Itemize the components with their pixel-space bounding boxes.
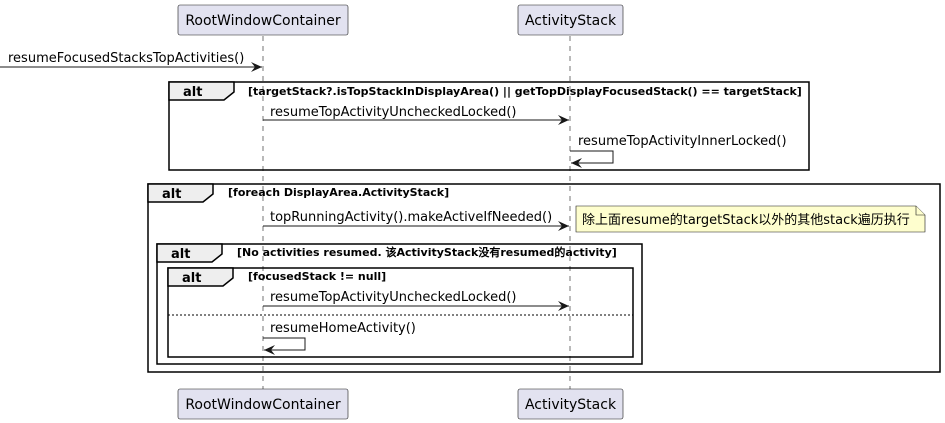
frame-kind: alt xyxy=(183,85,202,100)
message-resume-top-unchecked-2: resumeTopActivityUncheckedLocked() xyxy=(263,290,569,311)
participant-root-window-container-top: RootWindowContainer xyxy=(177,4,349,36)
message-resume-top-inner: resumeTopActivityInnerLocked() xyxy=(570,134,787,168)
message-label: resumeFocusedStacksTopActivities() xyxy=(8,51,244,66)
message-resume-home-activity: resumeHomeActivity() xyxy=(263,321,416,355)
message-top-running-activity: topRunningActivity().makeActiveIfNeeded(… xyxy=(263,210,569,231)
participant-label: RootWindowContainer xyxy=(185,397,341,413)
participant-activity-stack-bottom: ActivityStack xyxy=(517,388,624,420)
frame-guard: [targetStack?.isTopStackInDisplayArea() … xyxy=(248,85,802,98)
participant-root-window-container-bottom: RootWindowContainer xyxy=(177,388,349,420)
message-resume-top-unchecked-1: resumeTopActivityUncheckedLocked() xyxy=(263,105,569,125)
frame-kind: alt xyxy=(182,271,201,286)
participant-label: ActivityStack xyxy=(525,13,617,29)
frame-kind: alt xyxy=(171,247,190,262)
frame-guard: [foreach DisplayArea.ActivityStack] xyxy=(228,186,449,199)
participant-label: RootWindowContainer xyxy=(185,13,341,29)
message-label: resumeTopActivityInnerLocked() xyxy=(578,134,787,149)
participant-activity-stack-top: ActivityStack xyxy=(517,4,624,36)
message-label: topRunningActivity().makeActiveIfNeeded(… xyxy=(270,210,552,225)
alt-frame-focused-stack: alt [focusedStack != null] xyxy=(167,267,634,358)
message-label: resumeTopActivityUncheckedLocked() xyxy=(270,290,516,305)
alt-frame-no-activities-resumed: alt [No activities resumed. 该ActivitySta… xyxy=(156,243,643,365)
message-label: resumeTopActivityUncheckedLocked() xyxy=(270,105,516,120)
participant-label: ActivityStack xyxy=(525,397,617,413)
message-resume-focused-stacks: resumeFocusedStacksTopActivities() xyxy=(0,51,262,72)
note-text: 除上面resume的targetStack以外的其他stack遍历执行 xyxy=(582,212,910,228)
frame-guard: [No activities resumed. 该ActivityStack没有… xyxy=(237,245,617,259)
alt-frame-foreach: alt [foreach DisplayArea.ActivityStack] xyxy=(147,183,941,373)
frame-kind: alt xyxy=(162,187,181,202)
frame-guard: [focusedStack != null] xyxy=(248,270,386,283)
note: 除上面resume的targetStack以外的其他stack遍历执行 xyxy=(575,205,926,233)
alt-frame-top-stack: alt [targetStack?.isTopStackInDisplayAre… xyxy=(168,81,810,171)
message-label: resumeHomeActivity() xyxy=(270,321,416,336)
